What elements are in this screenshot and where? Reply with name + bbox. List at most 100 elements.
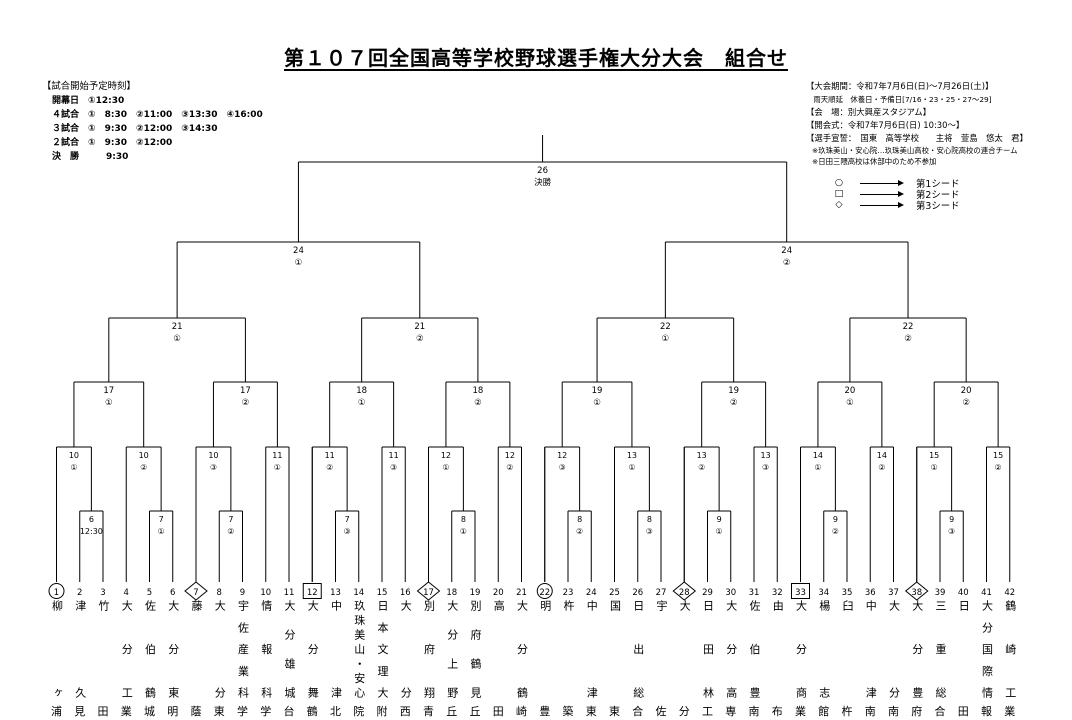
team-name-last-char: 田 [957, 705, 969, 718]
team-name: 中津 [864, 600, 878, 698]
team-entry: 日田 [952, 600, 974, 720]
team-entry: 大分工業 [115, 600, 137, 720]
team-number: 39 [935, 588, 946, 598]
game-date: 14 [877, 451, 887, 460]
team-name: 佐伯鶴 [143, 600, 157, 698]
team-name: 鶴崎工 [1003, 600, 1017, 698]
team-name: 日本文理大 [376, 600, 389, 698]
game-date: 10 [139, 451, 149, 460]
team-name: 明 [538, 600, 552, 611]
game-date: 18 [356, 386, 367, 396]
team-name-last-char: 東 [585, 705, 597, 718]
game-date: 22 [903, 322, 914, 332]
event-info-line: 【選手宣誓： 国東 高等学校 主将 萱島 悠太 君】 [806, 133, 1028, 143]
team-name: 臼 [841, 600, 854, 611]
event-info-line: 【大会期間：令和7年7月6日(日)～7月26日(土)】 [806, 81, 994, 91]
first-seed-circle-icon [48, 583, 65, 599]
team-name: 大分国際情 [980, 600, 994, 698]
team-name: 宇佐産業科 [236, 600, 250, 698]
team-name-last-char: 青 [423, 705, 434, 718]
team-name-last-char: 学 [260, 705, 272, 718]
game-number: ② [227, 527, 234, 536]
team-name-last-char: 蔭 [190, 705, 202, 718]
team-name-last-char: 南 [888, 705, 899, 718]
legend-label: 第2シード [916, 189, 960, 201]
team-name: 高 [492, 600, 506, 611]
team-entry: 大分雄城台 [278, 600, 300, 720]
game-number: ① [814, 463, 821, 472]
schedule-line: ３試合 ① 9:30 ②12:00 ③14:30 [52, 124, 218, 134]
team-name-last-char: 布 [771, 705, 783, 718]
team-number: 30 [725, 588, 736, 598]
game-date: 19 [592, 386, 603, 396]
team-number: 15 [377, 588, 388, 598]
team-name-last-char: 台 [283, 705, 295, 718]
event-info-block: 【大会期間：令和7年7月6日(日)～7月26日(土)】 雨天順延 休養日・予備日… [806, 80, 1028, 167]
game-date: 15 [993, 451, 1003, 460]
game-number: ① [105, 398, 113, 408]
team-name-last-char: 学 [237, 705, 248, 718]
team-entry: 津久見 [69, 600, 91, 720]
team-number: 31 [749, 588, 760, 598]
team-number: 10 [260, 588, 271, 598]
team-name-last-char: 浦 [51, 705, 62, 718]
game-date: 24 [293, 246, 304, 256]
team-name: 柳ヶ [50, 600, 64, 698]
game-date: 7 [345, 515, 350, 524]
event-note: ※玖珠美山・安心院…玖珠美山高校・安心院高校の連合チーム [812, 146, 1018, 155]
team-number: 4 [124, 588, 129, 598]
arrow-right-icon [860, 190, 904, 198]
game-number: ② [576, 527, 583, 536]
team-entry: 大分国際情報 [976, 600, 998, 720]
team-number: 41 [981, 588, 992, 598]
game-date: 17 [103, 386, 114, 396]
team-name-last-char: 丘 [469, 705, 481, 718]
game-number: ① [716, 527, 723, 536]
game-date: 11 [272, 451, 282, 460]
team-entry: 竹田 [92, 600, 114, 720]
team-name: 大分雄城 [283, 600, 296, 698]
team-entry: 宇佐産業科学 [232, 600, 254, 720]
team-number: 22 [539, 588, 550, 598]
team-name-last-char: 南 [864, 705, 876, 718]
game-number: ② [962, 398, 970, 408]
team-name: 大分高 [724, 600, 738, 698]
team-name: 宇 [655, 600, 668, 611]
team-name: 藤 [190, 600, 203, 611]
team-number: 36 [865, 588, 876, 598]
team-entry: 大分上野丘 [441, 600, 463, 720]
team-number: 40 [958, 588, 969, 598]
game-number: ① [662, 334, 670, 344]
team-name-last-char: 佐 [655, 705, 667, 718]
team-entry: 杵築 [557, 600, 579, 720]
second-seed-square-icon [791, 583, 810, 599]
team-name: 情報科 [259, 600, 273, 698]
schedule-line: ４試合 ① 8:30 ②11:00 ③13:30 ④16:00 [52, 110, 263, 120]
team-entry: 大分 [673, 600, 695, 720]
team-entry: 三重総合 [929, 600, 951, 720]
game-number: ② [904, 334, 912, 344]
team-number: 20 [493, 588, 504, 598]
game-date: 13 [627, 451, 637, 460]
final-label: 決勝 [534, 177, 552, 188]
team-number: 37 [888, 588, 899, 598]
game-number: ② [730, 398, 738, 408]
team-number: 16 [400, 588, 411, 598]
team-name-last-char: 丘 [446, 705, 458, 718]
game-number: ③ [390, 463, 397, 472]
team-number: 19 [470, 588, 481, 598]
team-name-last-char: 西 [399, 705, 411, 718]
team-entry: 情報科学 [255, 600, 277, 720]
game-number: ② [878, 463, 885, 472]
team-number: 9 [240, 588, 245, 598]
team-entry: 日本文理大附 [371, 600, 393, 720]
team-entry: 大分鶴崎 [511, 600, 533, 720]
team-entry: 大分豊府 [906, 600, 928, 720]
game-number: ② [140, 463, 147, 472]
event-info-line: 雨天順延 休養日・予備日[7/16・23・25・27～29] [806, 95, 992, 104]
team-number: 25 [609, 588, 620, 598]
team-name: 中津 [329, 600, 343, 698]
game-date: 11 [325, 451, 335, 460]
game-number: ① [295, 258, 303, 268]
team-number: 7 [193, 588, 198, 598]
